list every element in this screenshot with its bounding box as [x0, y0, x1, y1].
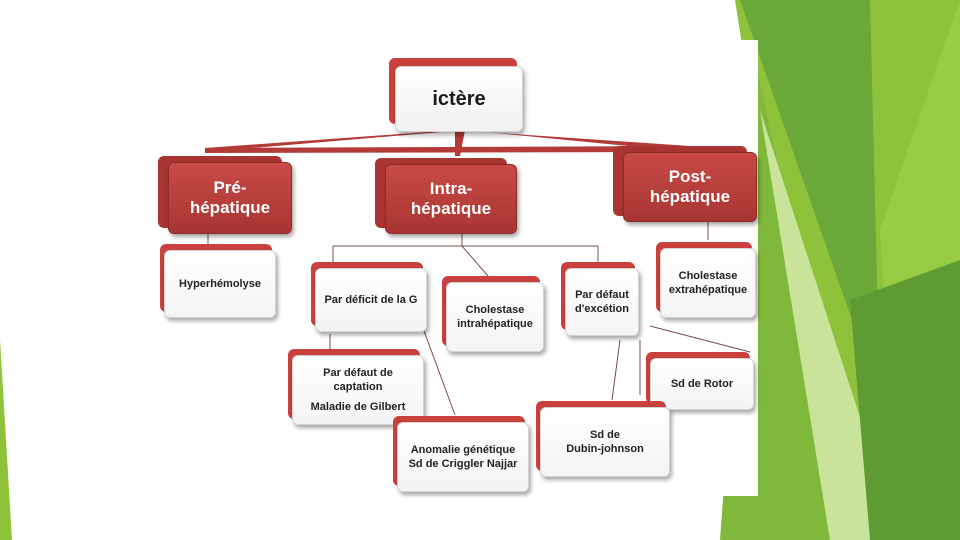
node-hyperhemolyse: Hyperhémolyse	[160, 244, 276, 318]
node-dubin-johnson: Sd de Dubin-johnson	[536, 401, 670, 477]
node-ictere-label: ictère	[432, 87, 486, 110]
node-anomalie-genetique-label: Anomalie génétique Sd de Criggler Najjar	[408, 444, 518, 470]
node-sd-rotor-label: Sd de Rotor	[670, 378, 734, 390]
node-deficit-g: Par déficit de la G	[311, 262, 427, 332]
node-cholestase-intra: Cholestase intrahépatique	[442, 276, 544, 352]
node-cholestase-intra-label: Cholestase intrahépatique	[457, 304, 533, 330]
node-post-hepatique: Post- hépatique	[613, 146, 757, 222]
node-defaut-captation: Par défaut de captation Maladie de Gilbe…	[288, 349, 424, 425]
node-hyperhemolyse-label: Hyperhémolyse	[179, 278, 261, 290]
green-shape	[850, 260, 960, 540]
node-intra-hepatique: Intra- hépatique	[375, 158, 517, 234]
connector-root-pre	[205, 130, 465, 152]
node-pre-hepatique-label: Pré- hépatique	[189, 178, 271, 217]
node-ictere: ictère	[389, 58, 523, 132]
node-pre-hepatique: Pré- hépatique	[158, 156, 292, 234]
node-anomalie-genetique: Anomalie génétique Sd de Criggler Najjar	[393, 416, 529, 492]
connector-to-cholestase-intra	[461, 245, 489, 277]
green-shape	[740, 0, 880, 400]
node-dubin-johnson-label: Sd de Dubin-johnson	[566, 429, 644, 455]
node-intra-hepatique-label: Intra- hépatique	[410, 179, 492, 218]
node-defaut-excretion-label: Par défaut d'excétion	[575, 289, 629, 315]
connector-excretion-rotor	[649, 325, 751, 353]
green-shape	[0, 340, 12, 540]
connector-root-band	[205, 146, 690, 153]
connector-excretion-dubin	[611, 339, 621, 401]
node-defaut-captation-label: Par défaut de captation	[323, 367, 393, 393]
node-defaut-excretion: Par défaut d'excétion	[561, 262, 639, 336]
node-sd-rotor: Sd de Rotor	[646, 352, 754, 410]
node-cholestase-extra-label: Cholestase extrahépatique	[668, 270, 748, 296]
node-cholestase-extra: Cholestase extrahépatique	[656, 242, 756, 318]
connector-deficit-anomalie	[419, 319, 456, 416]
node-gilbert-label: Maladie de Gilbert	[310, 401, 406, 413]
node-post-hepatique-label: Post- hépatique	[649, 167, 731, 206]
node-deficit-g-label: Par déficit de la G	[324, 294, 418, 306]
